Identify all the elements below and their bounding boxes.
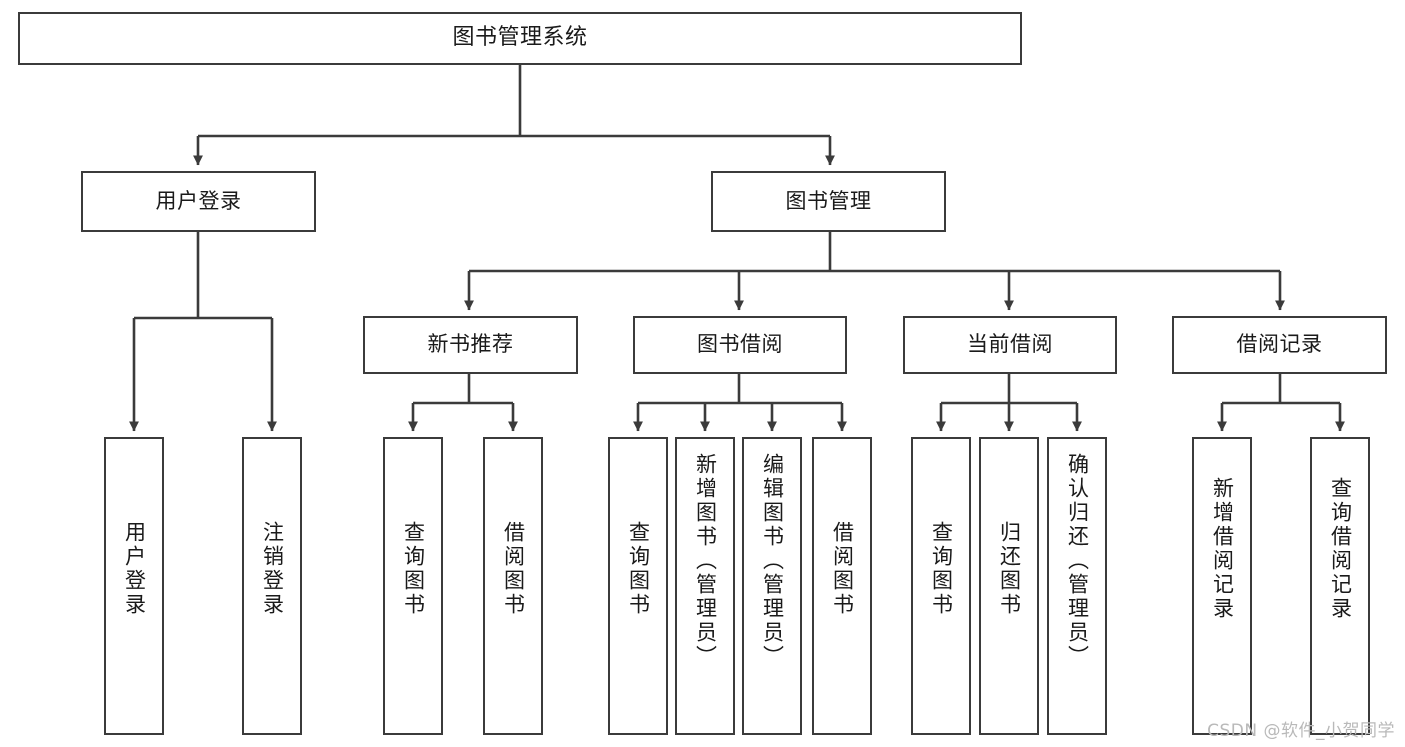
node-label-new-book-recommend: 新书推荐 xyxy=(427,332,514,357)
node-user-login[interactable]: 用户登录 xyxy=(81,171,316,232)
node-label-leaf-query-book-c: 查询图书 xyxy=(929,521,954,617)
node-leaf-edit-book[interactable]: 编辑图书（管理员） xyxy=(742,437,802,735)
node-label-borrow-record: 借阅记录 xyxy=(1236,332,1323,357)
node-leaf-add-record[interactable]: 新增借阅记录 xyxy=(1192,437,1252,735)
node-label-leaf-add-record: 新增借阅记录 xyxy=(1210,477,1235,621)
node-label-book-manage: 图书管理 xyxy=(785,188,872,213)
node-label-root-system: 图书管理系统 xyxy=(452,25,588,51)
node-leaf-query-book-a[interactable]: 查询图书 xyxy=(383,437,443,735)
node-root-system[interactable]: 图书管理系统 xyxy=(18,12,1022,65)
node-leaf-logout[interactable]: 注销登录 xyxy=(242,437,302,735)
node-leaf-user-login[interactable]: 用户登录 xyxy=(104,437,164,735)
node-borrow-record[interactable]: 借阅记录 xyxy=(1172,316,1387,374)
node-label-leaf-return-book: 归还图书 xyxy=(997,521,1022,617)
node-leaf-borrow-book-a[interactable]: 借阅图书 xyxy=(483,437,543,735)
node-leaf-add-book[interactable]: 新增图书（管理员） xyxy=(675,437,735,735)
node-label-leaf-borrow-book-b: 借阅图书 xyxy=(830,521,855,617)
node-book-borrow[interactable]: 图书借阅 xyxy=(633,316,847,374)
node-label-current-borrow: 当前借阅 xyxy=(967,332,1053,357)
node-label-user-login: 用户登录 xyxy=(155,188,242,213)
node-leaf-borrow-book-b[interactable]: 借阅图书 xyxy=(812,437,872,735)
node-current-borrow[interactable]: 当前借阅 xyxy=(903,316,1117,374)
csdn-watermark: CSDN @软件_小贺同学 xyxy=(1207,721,1395,741)
node-label-book-borrow: 图书借阅 xyxy=(697,332,783,357)
node-leaf-query-book-c[interactable]: 查询图书 xyxy=(911,437,971,735)
node-label-leaf-logout: 注销登录 xyxy=(260,521,285,617)
node-label-leaf-edit-book: 编辑图书（管理员） xyxy=(760,453,785,669)
node-label-leaf-query-record: 查询借阅记录 xyxy=(1328,477,1353,621)
node-new-book-recommend[interactable]: 新书推荐 xyxy=(363,316,578,374)
node-leaf-query-record[interactable]: 查询借阅记录 xyxy=(1310,437,1370,735)
node-label-leaf-query-book-b: 查询图书 xyxy=(626,521,651,617)
node-leaf-return-book[interactable]: 归还图书 xyxy=(979,437,1039,735)
node-label-leaf-query-book-a: 查询图书 xyxy=(401,521,426,617)
node-leaf-query-book-b[interactable]: 查询图书 xyxy=(608,437,668,735)
node-label-leaf-borrow-book-a: 借阅图书 xyxy=(501,521,526,617)
node-book-manage[interactable]: 图书管理 xyxy=(711,171,946,232)
node-label-leaf-confirm-return: 确认归还（管理员） xyxy=(1065,453,1090,669)
node-label-leaf-user-login: 用户登录 xyxy=(122,521,147,617)
node-label-leaf-add-book: 新增图书（管理员） xyxy=(693,453,718,669)
node-leaf-confirm-return[interactable]: 确认归还（管理员） xyxy=(1047,437,1107,735)
